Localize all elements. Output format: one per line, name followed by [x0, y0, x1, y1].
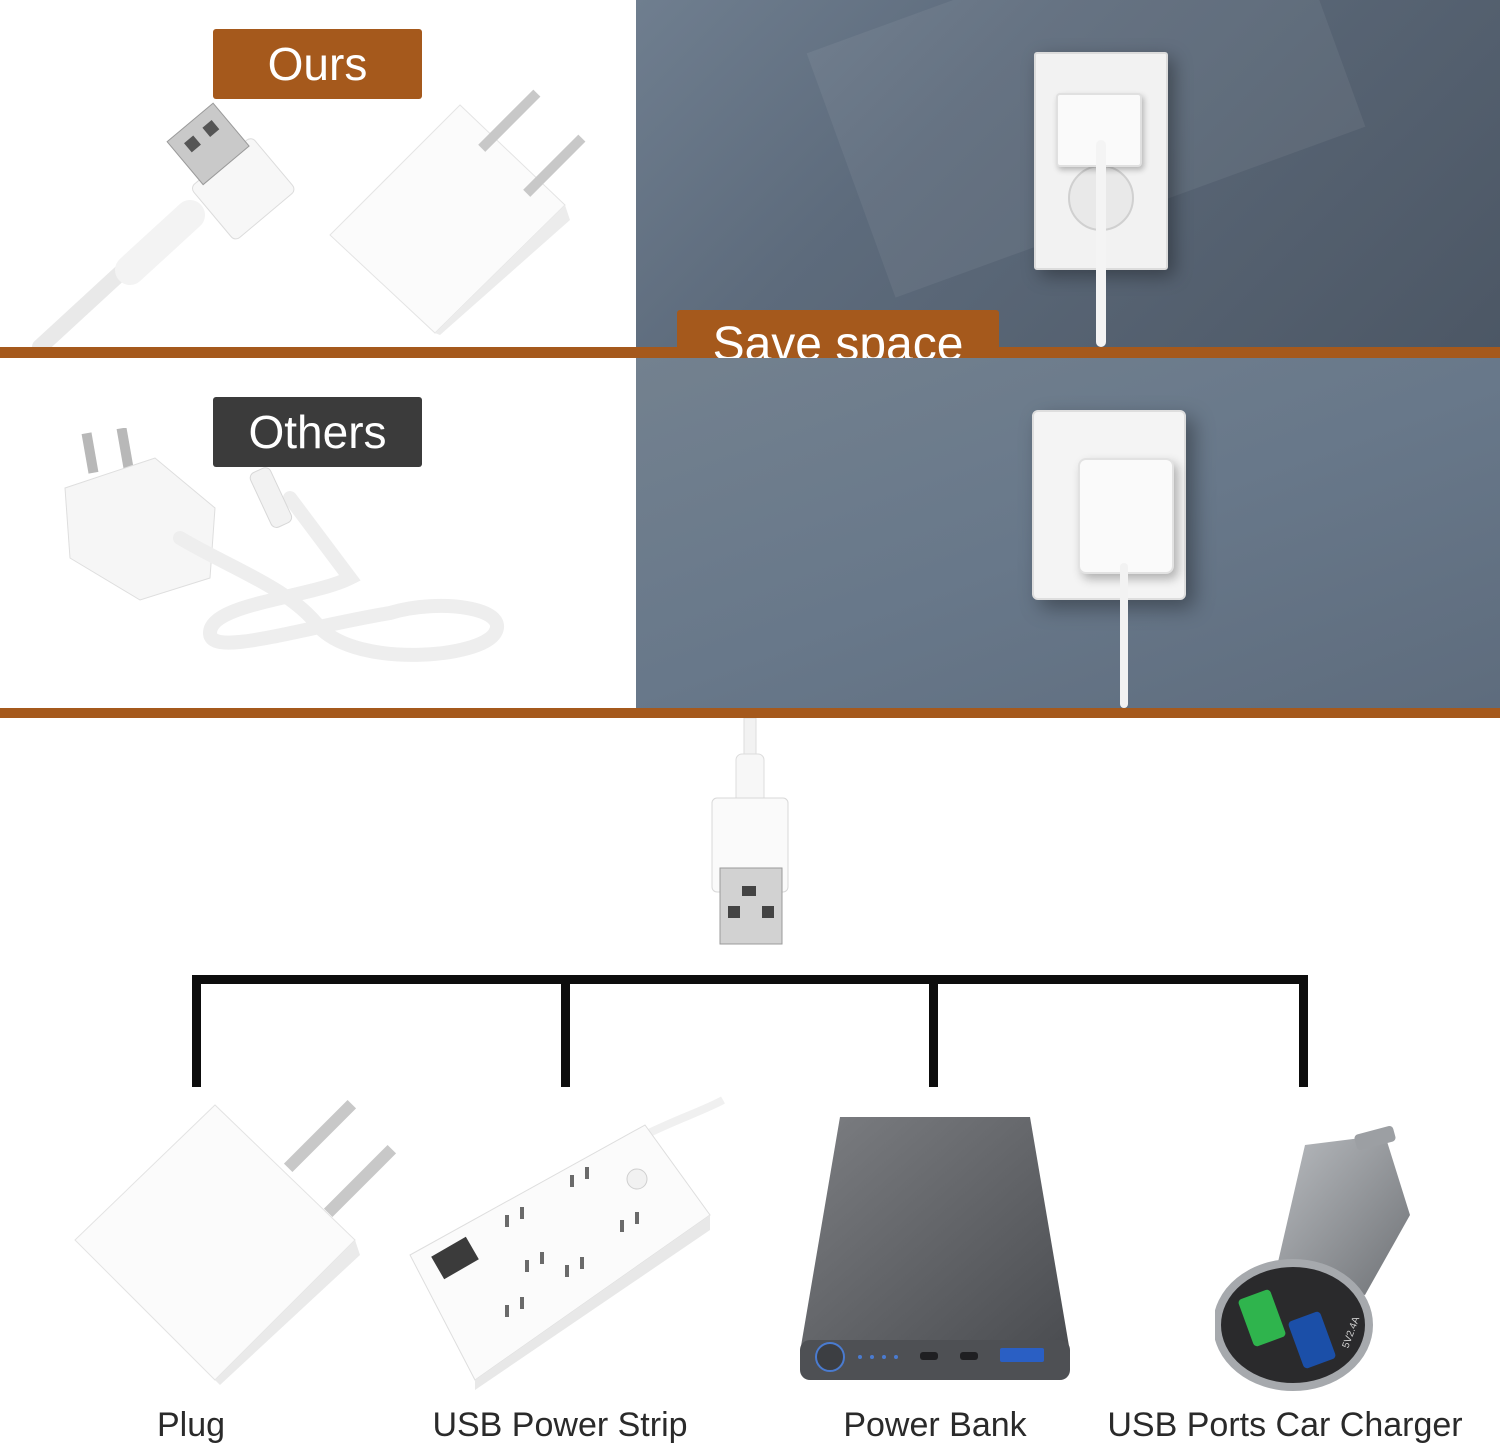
caption-power-bank: Power Bank [843, 1406, 1027, 1444]
caption-plug: Plug [156, 1406, 226, 1444]
others-cable-line [1120, 563, 1128, 708]
tree-branch-power-strip [561, 975, 570, 1087]
ours-adapter-image [329, 89, 586, 335]
caption-car-charger: USB Ports Car Charger [1107, 1406, 1463, 1444]
tree-branch-plug [192, 975, 201, 1087]
ours-panel: Ours [0, 0, 636, 347]
caption-usb-power-strip: USB Power Strip [432, 1406, 688, 1444]
ours-label: Ours [213, 29, 422, 99]
ours-wall-photo [636, 0, 1500, 347]
ours-usb-cable-image [32, 102, 295, 347]
others-wall-photo [636, 358, 1500, 708]
usb-power-strip-image [409, 1096, 725, 1390]
plug-image [74, 1099, 397, 1385]
usb-connector-image [711, 718, 789, 945]
others-label: Others [213, 397, 422, 467]
others-plugged-adapter [1078, 458, 1174, 574]
others-panel: Others [0, 358, 636, 708]
car-charger-image: 5V2.4A [1215, 1125, 1415, 1395]
car-charger-body [1215, 1125, 1410, 1391]
lower-divider [0, 708, 1500, 718]
power-bank-image [800, 1117, 1070, 1380]
tree-horizontal-line [192, 975, 1308, 984]
others-adapter-cable-image [64, 428, 504, 662]
tree-branch-car-charger [1299, 975, 1308, 1087]
ours-cable-line [1096, 140, 1106, 347]
tree-branch-power-bank [929, 975, 938, 1087]
